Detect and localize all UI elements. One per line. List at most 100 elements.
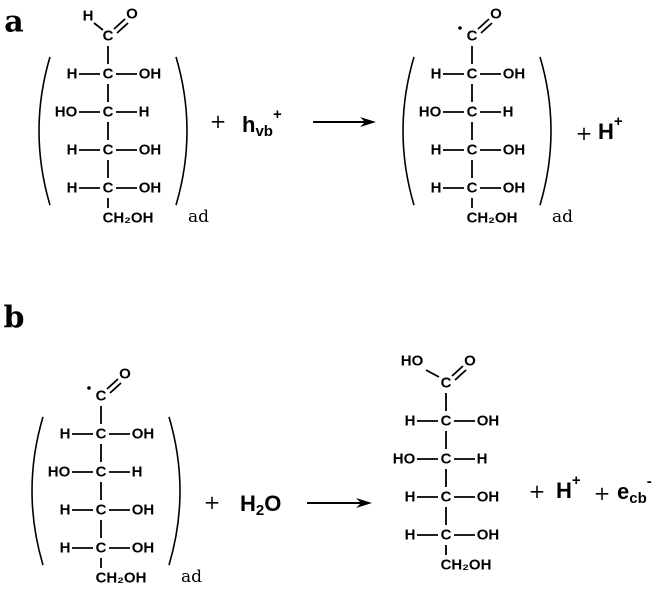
right-substituent: OH xyxy=(477,527,500,544)
bond-ho-c xyxy=(425,369,440,378)
double-bond-1 xyxy=(451,365,464,377)
chain-carbon: C xyxy=(467,104,478,121)
terminal-ch2oh: CH₂OH xyxy=(441,557,492,574)
chain-carbon: C xyxy=(441,527,452,544)
right-substituent: OH xyxy=(132,502,155,519)
right-substituent: OH xyxy=(132,540,155,557)
double-bond-1 xyxy=(106,378,119,390)
left-parenthesis xyxy=(38,56,51,206)
double-bond-2 xyxy=(109,382,122,394)
right-substituent: OH xyxy=(132,426,155,443)
left-substituent: H xyxy=(67,66,78,83)
chain-carbon: C xyxy=(103,104,114,121)
right-parenthesis xyxy=(539,56,552,206)
right-substituent: OH xyxy=(477,489,500,506)
left-substituent: H xyxy=(67,180,78,197)
water-base: H xyxy=(240,491,256,516)
carbonyl-carbon: C xyxy=(96,388,107,405)
right-substituent: OH xyxy=(503,66,526,83)
reaction-arrow-head xyxy=(360,117,376,127)
right-parenthesis xyxy=(175,56,188,206)
adsorbed-subscript: ad xyxy=(188,207,209,227)
bond-h-c xyxy=(93,22,104,31)
conduction-band-electron-subscript: cb xyxy=(629,490,647,507)
right-substituent: H xyxy=(503,104,514,121)
left-substituent: H xyxy=(60,426,71,443)
chain-row: H C OH xyxy=(67,66,162,83)
chain-carbon: C xyxy=(96,540,107,557)
left-substituent: H xyxy=(431,66,442,83)
right-substituent: OH xyxy=(477,413,500,430)
left-substituent: H xyxy=(60,502,71,519)
left-substituent: H xyxy=(60,540,71,557)
chain-carbon: C xyxy=(441,413,452,430)
right-substituent: H xyxy=(139,104,150,121)
chain-carbon: C xyxy=(441,489,452,506)
double-bond-1 xyxy=(477,18,490,30)
left-substituent: H xyxy=(405,527,416,544)
plus-sign: + xyxy=(576,121,593,145)
proton-superscript: + xyxy=(614,113,623,130)
reaction-arrow-head xyxy=(356,498,372,508)
proton: H+ xyxy=(598,113,623,144)
right-substituent: OH xyxy=(139,66,162,83)
chain-carbon: C xyxy=(441,451,452,468)
left-substituent: H xyxy=(405,413,416,430)
chain-carbon: C xyxy=(467,180,478,197)
plus-sign: + xyxy=(594,481,611,505)
carbonyl-oxygen: O xyxy=(119,366,131,383)
terminal-ch2oh: CH₂OH xyxy=(103,210,154,227)
chain-carbon: C xyxy=(96,502,107,519)
proton-base: H xyxy=(598,119,614,144)
valence-band-hole-superscript: + xyxy=(273,106,282,123)
chain-row: H C OH xyxy=(60,502,155,519)
left-substituent: H xyxy=(431,142,442,159)
terminal-ch2oh: CH₂OH xyxy=(467,210,518,227)
left-substituent: HO xyxy=(48,464,71,481)
chain-row: H C OH xyxy=(405,527,500,544)
double-bond-2 xyxy=(480,22,493,34)
radical-dot xyxy=(458,26,462,30)
right-substituent: H xyxy=(477,451,488,468)
left-substituent: HO xyxy=(393,451,416,468)
plus-sign: + xyxy=(210,109,227,133)
left-substituent: H xyxy=(431,180,442,197)
chain-carbon: C xyxy=(103,66,114,83)
radical-dot xyxy=(87,386,91,390)
proton-superscript: + xyxy=(572,472,581,489)
water-subscript: 2 xyxy=(256,502,264,519)
carbonyl-oxygen: O xyxy=(126,6,138,23)
carboxyl-carbon: C xyxy=(441,375,452,392)
chain-row: H C OH xyxy=(431,180,526,197)
plus-sign: + xyxy=(529,479,546,503)
carbonyl-carbon: C xyxy=(103,28,114,45)
right-substituent: OH xyxy=(503,180,526,197)
left-parenthesis xyxy=(31,416,44,566)
left-substituent: H xyxy=(405,489,416,506)
carboxyl-oxygen: O xyxy=(464,353,476,370)
panel-label-a: a xyxy=(4,5,23,40)
hydrogen-atom: H xyxy=(83,8,94,25)
water: H2O xyxy=(240,491,281,519)
left-substituent: HO xyxy=(55,104,78,121)
right-substituent: OH xyxy=(139,180,162,197)
left-substituent: H xyxy=(67,142,78,159)
hydroxyl-group: HO xyxy=(401,353,424,370)
valence-band-hole: hvb+ xyxy=(242,106,282,140)
double-bond-1 xyxy=(113,18,126,30)
valence-band-hole-base: h xyxy=(242,112,255,137)
adsorbed-subscript: ad xyxy=(552,207,573,227)
right-substituent: OH xyxy=(139,142,162,159)
right-parenthesis xyxy=(168,416,181,566)
